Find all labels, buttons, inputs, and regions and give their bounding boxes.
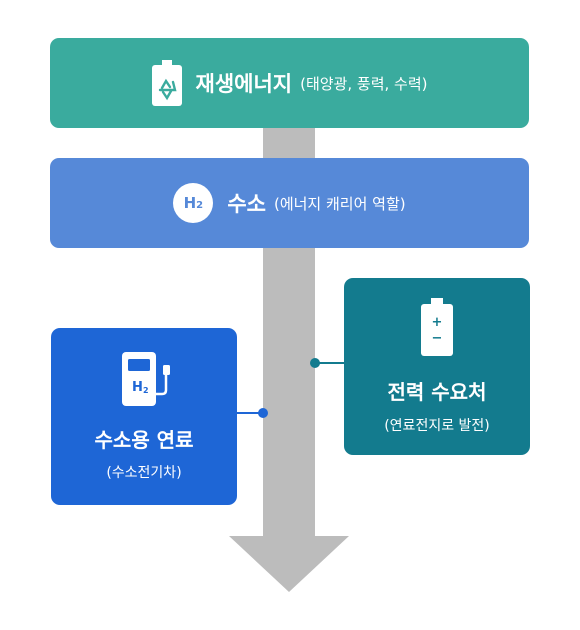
power-title: 전력 수요처: [387, 380, 487, 404]
fuel-subtitle: (수소전기차): [106, 465, 182, 481]
power-subtitle: (연료전지로 발전): [384, 418, 490, 434]
h2-badge-sub: 2: [196, 200, 204, 211]
renewable-subtitle: (태양광, 풍력, 수력): [300, 74, 428, 93]
battery-plus: +: [432, 315, 443, 330]
h2-badge-letter: H: [183, 194, 197, 212]
charger-h-sub: 2: [143, 386, 149, 395]
power-connector-line: [315, 362, 345, 364]
power-connector-dot: [310, 358, 320, 368]
flow-arrow-head: [229, 536, 349, 592]
renewable-energy-box: 재생에너지 (태양광, 풍력, 수력): [50, 38, 529, 128]
fuel-connector-dot: [258, 408, 268, 418]
hydrogen-subtitle: (에너지 캐리어 역할): [273, 194, 406, 213]
hydrogen-fuel-box: H 2 수소용 연료 (수소전기차): [51, 328, 237, 505]
battery-recycle-icon: [151, 60, 182, 106]
hydrogen-charger-icon: H 2: [122, 352, 170, 406]
hydrogen-title: 수소: [227, 192, 266, 216]
battery-minus: −: [432, 331, 443, 346]
fuel-connector-line: [236, 412, 264, 414]
power-demand-box: + − 전력 수요처 (연료전지로 발전): [344, 278, 530, 455]
battery-icon: + −: [421, 298, 453, 356]
charger-h-label: H: [132, 380, 143, 395]
renewable-title: 재생에너지: [195, 72, 293, 96]
fuel-title: 수소용 연료: [94, 428, 194, 452]
